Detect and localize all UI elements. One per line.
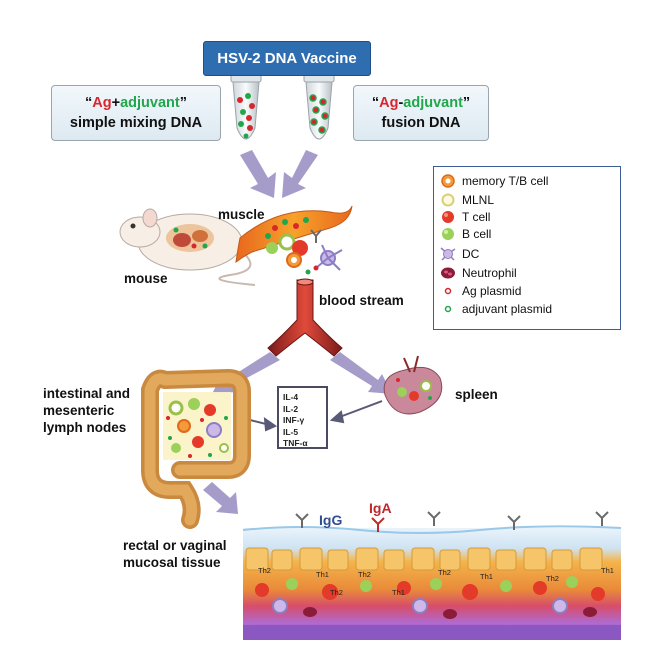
spleen-illustration [383, 355, 443, 415]
iga-label: IgA [369, 500, 392, 516]
th-label: Th1 [316, 570, 329, 579]
legend-label: T cell [462, 210, 491, 224]
simple-mixing-subtitle: simple mixing DNA [69, 115, 203, 131]
muscle-label: muscle [218, 207, 265, 222]
mlnl-icon [434, 193, 462, 207]
adjuvant-text: adjuvant [403, 95, 463, 111]
ag-text: Ag [379, 95, 399, 111]
immune-cells-cluster [266, 229, 343, 275]
cytokine-item: IL-4 [283, 392, 299, 402]
cytokine-item: IL-2 [283, 403, 299, 414]
ag-text: Ag [92, 95, 112, 111]
legend-label: MLNL [462, 193, 495, 207]
igg-label: IgG [319, 512, 343, 528]
legend-item-ag-plasmid: Ag plasmid [434, 284, 521, 298]
blood-vessel [267, 278, 343, 357]
open-quote: “ [85, 95, 93, 111]
legend-item-tcell: T cell [434, 210, 490, 224]
legend-item-adjuvant-plasmid: adjuvant plasmid [434, 302, 552, 316]
close-quote: ” [179, 95, 187, 111]
cytokine-item: INF-γ [283, 415, 305, 425]
legend-item-bcell: B cell [434, 227, 491, 241]
fusion-subtitle: fusion DNA [381, 115, 461, 131]
fusion-heading: “Ag-adjuvant” [372, 93, 470, 113]
intestine-illustration [141, 368, 251, 529]
memory-cell-icon [434, 174, 462, 188]
adjuvant-text: adjuvant [120, 95, 180, 111]
th-label: Th1 [392, 588, 405, 597]
legend-item-memory: memory T/B cell [434, 174, 548, 188]
dc-icon [434, 247, 462, 261]
mouse-label: mouse [124, 271, 168, 286]
cytokine-arrows [237, 400, 383, 432]
legend-item-neutrophil: Neutrophil [434, 266, 517, 280]
neutrophil-icon [434, 266, 462, 280]
close-quote: ” [462, 95, 471, 111]
mucosal-label-line1: rectal or vaginal [123, 538, 227, 553]
muscle-illustration [235, 205, 353, 264]
ag-plasmid-icon [434, 284, 462, 298]
mucosal-label-line2: mucosal tissue [123, 555, 221, 570]
simple-mixing-box: “Ag+adjuvant” simple mixing DNA [51, 85, 221, 141]
t-cell-icon [434, 210, 462, 224]
intestinal-label-line2: mesenteric [43, 403, 115, 418]
intestinal-label-line1: intestinal and [43, 386, 131, 401]
legend: memory T/B cell MLNL T cell B cell DC Ne… [433, 166, 621, 330]
th-label: Th2 [330, 588, 343, 597]
th-label: Th2 [258, 566, 271, 575]
blood-stream-label: blood stream [319, 293, 404, 308]
th-label: Th1 [601, 566, 614, 575]
vaccine-title: HSV-2 DNA Vaccine [203, 41, 371, 76]
cytokine-item: TNF-α [283, 438, 308, 448]
intestinal-label-line3: lymph nodes [43, 420, 127, 435]
legend-item-dc: DC [434, 247, 479, 261]
injection-arrows [240, 150, 318, 198]
tissue-arrow [203, 482, 238, 514]
mucosal-tissue-illustration [242, 511, 622, 640]
legend-label: adjuvant plasmid [462, 302, 553, 316]
spleen-label: spleen [455, 387, 498, 402]
legend-label: Ag plasmid [462, 284, 522, 298]
th-label: Th2 [546, 574, 559, 583]
dash-sign: - [398, 95, 404, 111]
intestinal-label: intestinal and mesenteric lymph nodes [43, 385, 130, 436]
legend-label: Neutrophil [462, 266, 517, 280]
open-quote: “ [371, 95, 380, 111]
mucosal-label: rectal or vaginal mucosal tissue [123, 537, 227, 571]
plus-sign: + [111, 95, 121, 111]
vaccine-tube-right [303, 73, 335, 140]
fusion-dna-box: “Ag-adjuvant” fusion DNA [353, 85, 489, 141]
b-cell-icon [434, 227, 462, 241]
th-label: Th2 [438, 568, 451, 577]
cytokine-box: IL-4 IL-2 INF-γ IL-5 TNF-α [277, 386, 328, 449]
legend-item-mlnl: MLNL [434, 193, 494, 207]
legend-label: B cell [462, 227, 492, 241]
cytokine-item: IL-5 [283, 426, 299, 437]
legend-label: memory T/B cell [462, 174, 549, 188]
legend-label: DC [462, 247, 480, 261]
th-label: Th1 [480, 572, 493, 581]
adjuvant-plasmid-icon [434, 302, 462, 316]
th-label: Th2 [358, 570, 371, 579]
simple-mixing-heading: “Ag+adjuvant” [85, 93, 187, 113]
vaccine-tube-left [230, 73, 262, 140]
